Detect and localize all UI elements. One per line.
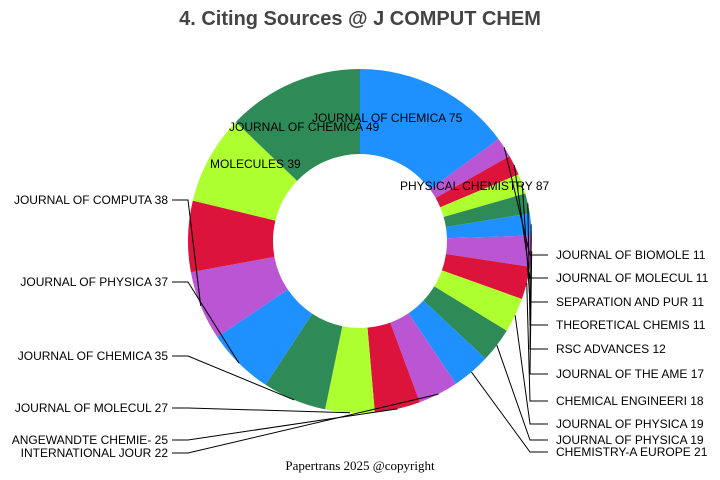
slice-label-5: RSC ADVANCES 12 (556, 342, 666, 356)
slice-4 (443, 193, 530, 228)
leader-line-15 (172, 281, 240, 364)
slices-group (188, 69, 532, 413)
slice-7 (441, 254, 531, 300)
slice-label-17: MOLECULES 39 (210, 157, 301, 171)
footer-credit: Papertrans 2025 @copyright (285, 458, 435, 473)
slice-label-0: PHYSICAL CHEMISTRY 87 (400, 179, 549, 193)
slice-11 (390, 313, 456, 403)
labels-group: PHYSICAL CHEMISTRY 87 JOURNAL OF BIOMOLE … (12, 111, 709, 460)
slice-label-1: JOURNAL OF BIOMOLE 11 (556, 248, 706, 262)
slice-label-3: SEPARATION AND PUR 11 (556, 295, 704, 309)
leader-line-14 (172, 355, 295, 401)
slice-label-10: CHEMISTRY-A EUROPE 21 (556, 445, 708, 459)
slice-label-14: JOURNAL OF CHEMICA 35 (18, 349, 169, 363)
slice-1 (430, 139, 510, 199)
slice-label-9: JOURNAL OF PHYSICA 19 (556, 433, 704, 447)
slice-3 (440, 174, 526, 217)
slice-15 (217, 289, 313, 385)
slice-label-15: JOURNAL OF PHYSICA 37 (20, 275, 168, 289)
slice-label-12: ANGEWANDTE CHEMIE- 25 (12, 433, 169, 447)
slice-label-11: INTERNATIONAL JOUR 22 (21, 446, 169, 460)
slice-label-4: THEORETICAL CHEMIS 11 (556, 318, 706, 332)
slice-16 (190, 256, 288, 337)
slice-2 (435, 156, 519, 208)
slice-label-16: JOURNAL OF COMPUTA 38 (14, 193, 168, 207)
slice-0 (360, 69, 499, 190)
slice-13 (325, 326, 375, 413)
slice-6 (446, 235, 532, 267)
slice-label-2: JOURNAL OF MOLECUL 11 (556, 271, 709, 285)
slice-19 (235, 69, 360, 181)
slice-5 (445, 213, 532, 239)
slice-label-18: JOURNAL OF CHEMICA 49 (229, 120, 380, 134)
slice-label-7: CHEMICAL ENGINEERI 18 (556, 394, 704, 408)
leader-line-2 (513, 164, 548, 279)
slice-18 (192, 122, 298, 221)
slice-label-8: JOURNAL OF PHYSICA 19 (556, 417, 704, 431)
slice-12 (367, 322, 420, 413)
leader-line-16 (172, 199, 202, 307)
leader-lines-group (172, 147, 548, 454)
leader-line-7 (526, 283, 548, 402)
slice-label-6: JOURNAL OF THE AME 17 (556, 367, 704, 381)
leader-line-8 (514, 315, 548, 425)
leader-line-9 (496, 345, 548, 441)
leader-line-6 (529, 251, 548, 375)
chart-title: 4. Citing Sources @ J COMPUT CHEM (179, 8, 541, 30)
slice-10 (408, 300, 486, 384)
leader-line-13 (172, 407, 350, 414)
leader-line-1 (503, 147, 548, 256)
slice-label-13: JOURNAL OF MOLECUL 27 (15, 401, 168, 415)
slice-label-19: JOURNAL OF CHEMICA 75 (312, 111, 463, 125)
leader-line-11 (172, 393, 439, 454)
leader-line-5 (529, 224, 548, 350)
slice-14 (265, 313, 343, 410)
slice-9 (423, 286, 507, 359)
slice-17 (188, 200, 276, 273)
leader-line-10 (471, 371, 548, 453)
slice-8 (434, 270, 522, 331)
leader-line-12 (172, 408, 398, 441)
